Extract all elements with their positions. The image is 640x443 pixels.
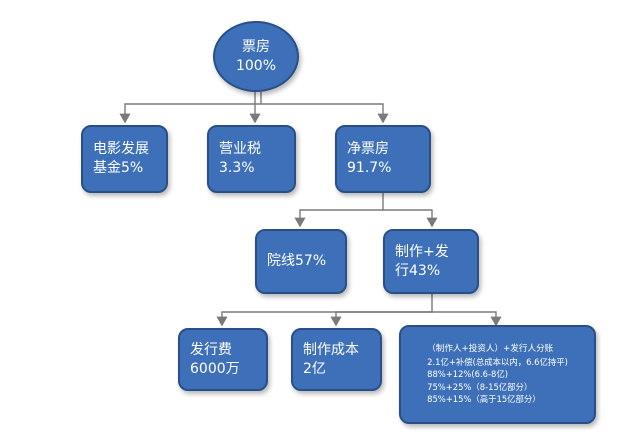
business-tax-percent: 3.3% xyxy=(219,160,255,176)
film-fund-label: 电影发展 xyxy=(93,141,149,157)
net-box-office-percent: 91.7% xyxy=(347,160,392,176)
box-office-label: 票房 xyxy=(242,38,270,55)
revenue-split-line: （制作人+投资人）+发行人分账 xyxy=(427,344,554,355)
production-distribution-node: 制作+发 行43% xyxy=(383,229,479,294)
production-distribution-label: 制作+发 xyxy=(395,243,449,260)
box-office-percent: 100% xyxy=(235,57,277,74)
production-cost-node: 制作成本 2亿 xyxy=(291,328,382,391)
business-tax-node: 营业税 3.3% xyxy=(207,125,296,193)
revenue-split-line: 2.1亿+补偿(总成本以内，6.6亿持平) xyxy=(427,356,568,367)
net-box-office-label: 净票房 xyxy=(347,141,389,157)
revenue-split-line: 88%+12%(6.6-8亿) xyxy=(427,369,508,380)
film-fund-node: 电影发展 基金5% xyxy=(81,125,168,193)
revenue-split-line: 75%+25%（8-15亿部分） xyxy=(427,381,533,392)
cinema-chain-node: 院线57% xyxy=(255,229,347,294)
production-cost-amount: 2亿 xyxy=(303,360,326,377)
distribution-fee-label: 发行费 xyxy=(190,341,232,358)
net-box-office-node: 净票房 91.7% xyxy=(335,125,431,193)
film-fund-percent: 基金5% xyxy=(93,160,144,176)
production-distribution-percent: 行43% xyxy=(395,262,441,279)
distribution-fee-node: 发行费 6000万 xyxy=(178,328,268,391)
business-tax-label: 营业税 xyxy=(219,141,261,157)
revenue-split-line: 85%+15%（高于15亿部分） xyxy=(427,394,541,405)
production-cost-label: 制作成本 xyxy=(303,341,359,358)
distribution-fee-amount: 6000万 xyxy=(190,360,240,377)
cinema-chain-label: 院线57% xyxy=(267,253,327,269)
box-office-node: 票房 100% xyxy=(213,21,299,92)
revenue-split-node: （制作人+投资人）+发行人分账 2.1亿+补偿(总成本以内，6.6亿持平) 88… xyxy=(399,325,596,424)
